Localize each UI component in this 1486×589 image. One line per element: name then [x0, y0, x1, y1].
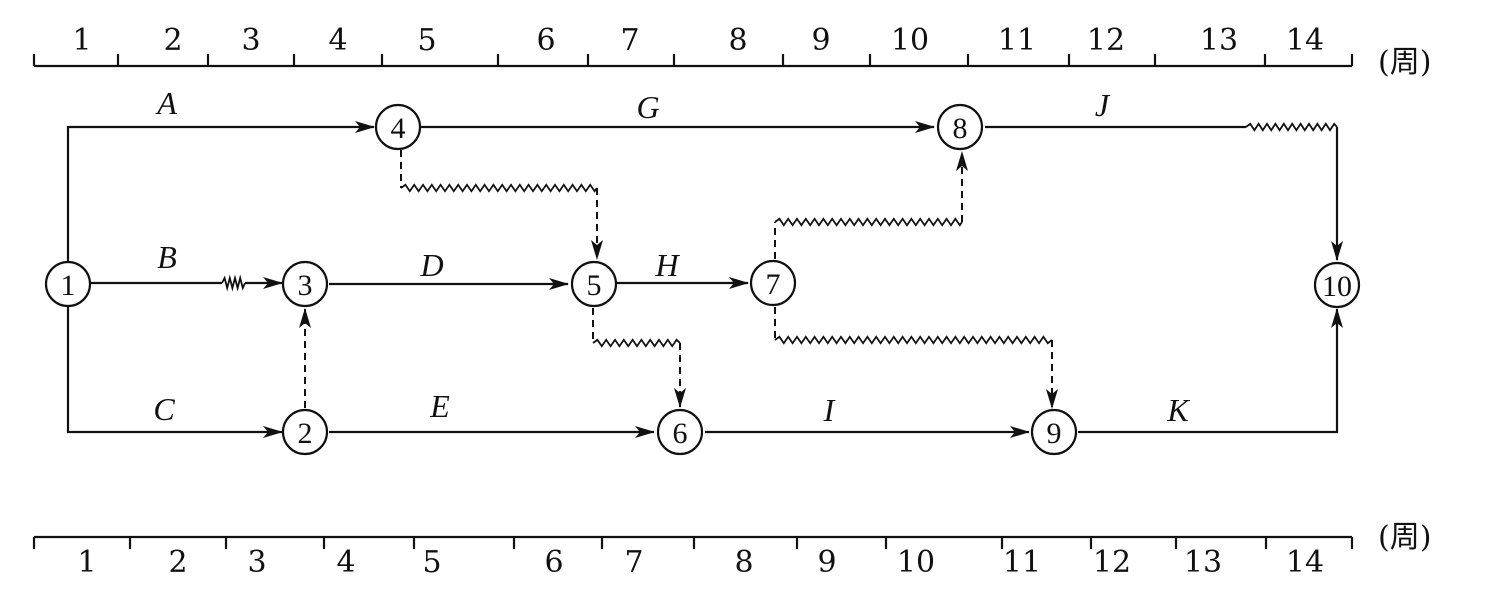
top-axis-label: 5 [417, 23, 436, 58]
event-node-label: 10 [1322, 270, 1352, 303]
activity-label-b: B [157, 239, 177, 275]
bottom-axis-label: 8 [734, 545, 753, 580]
activity-labels: A B C D E G H I J K [153, 85, 1190, 428]
event-nodes: 1 2 3 4 5 6 7 8 [44, 103, 1361, 456]
dummy-5-6-float [592, 338, 681, 348]
bottom-time-axis: 1 2 3 4 5 6 7 8 9 10 11 12 13 14 (周) [32, 520, 1431, 580]
top-axis-label: 10 [891, 23, 929, 58]
activity-label-j: J [1095, 87, 1111, 123]
event-node-8: 8 [936, 103, 984, 151]
bottom-axis-label: 7 [624, 545, 643, 580]
activity-label-a: A [155, 85, 177, 121]
top-axis-label: 2 [163, 23, 182, 58]
activity-label-g: G [636, 89, 659, 125]
bottom-axis-label: 9 [817, 545, 836, 580]
top-axis-labels: 1 2 3 4 5 6 7 8 9 10 11 12 13 14 [72, 23, 1324, 58]
activity-label-c: C [153, 391, 175, 427]
bottom-axis-label: 3 [247, 545, 266, 580]
event-node-label: 4 [391, 112, 406, 145]
bottom-axis-unit-label: (周) [1378, 520, 1431, 555]
bottom-axis-label: 1 [77, 545, 96, 580]
event-node-4: 4 [374, 103, 422, 151]
top-axis-label: 14 [1286, 23, 1324, 58]
event-node-9: 9 [1030, 408, 1078, 456]
top-time-axis: 1 2 3 4 5 6 7 8 9 10 11 12 13 14 (周) [32, 23, 1431, 80]
event-node-1: 1 [44, 260, 92, 308]
bottom-axis-label: 5 [422, 545, 441, 580]
dummy-7-8-float [774, 217, 963, 227]
bottom-axis-label: 11 [1003, 545, 1041, 580]
event-node-6: 6 [656, 408, 704, 456]
bottom-axis-labels: 1 2 3 4 5 6 7 8 9 10 11 12 13 14 [77, 545, 1324, 580]
bottom-axis-label: 6 [544, 545, 563, 580]
activity-label-k: K [1166, 392, 1190, 428]
event-node-label: 2 [298, 417, 313, 450]
top-axis-unit-label: (周) [1378, 45, 1431, 80]
activity-arrow-k [1078, 308, 1343, 434]
bottom-axis-label: 10 [897, 545, 935, 580]
event-node-label: 1 [61, 269, 76, 302]
event-node-7: 7 [749, 259, 797, 307]
event-node-label: 8 [953, 112, 968, 145]
event-node-10: 10 [1313, 261, 1361, 309]
dummy-arrows [299, 150, 1058, 409]
bottom-axis-label: 4 [336, 545, 355, 580]
top-axis-label: 13 [1200, 23, 1238, 58]
top-axis-label: 8 [728, 23, 747, 58]
bottom-axis-label: 2 [168, 545, 187, 580]
bottom-axis-label: 13 [1184, 545, 1222, 580]
activity-label-e: E [429, 388, 450, 424]
top-axis-label: 1 [72, 23, 91, 58]
event-node-label: 7 [766, 268, 781, 301]
top-axis-label: 9 [811, 23, 830, 58]
dummy-4-5-float [400, 183, 598, 193]
bottom-axis-label: 12 [1093, 545, 1131, 580]
event-node-label: 6 [673, 417, 688, 450]
top-axis-label: 7 [620, 23, 639, 58]
top-axis-ticks [32, 54, 1354, 66]
activity-label-d: D [419, 247, 443, 283]
dummy-7-9-float [774, 335, 1053, 345]
activity-arrow-a [66, 121, 375, 262]
activity-arrow-c [66, 305, 283, 438]
activity-arrows [66, 121, 1343, 438]
event-node-5: 5 [570, 260, 618, 308]
bottom-axis-ticks [32, 537, 1354, 549]
top-axis-label: 6 [536, 23, 555, 58]
event-node-2: 2 [281, 408, 329, 456]
event-node-label: 3 [298, 269, 313, 302]
bottom-axis-label: 14 [1286, 545, 1324, 580]
activity-label-h: H [654, 247, 680, 283]
activity-j-free-float [1245, 122, 1338, 132]
activity-label-i: I [823, 392, 836, 428]
event-node-label: 5 [587, 269, 602, 302]
event-node-3: 3 [281, 260, 329, 308]
top-axis-label: 12 [1087, 23, 1125, 58]
top-axis-label: 3 [241, 23, 260, 58]
top-axis-label: 4 [328, 23, 347, 58]
event-node-label: 9 [1047, 417, 1062, 450]
activity-b-free-float [221, 274, 246, 292]
top-axis-label: 11 [998, 23, 1036, 58]
